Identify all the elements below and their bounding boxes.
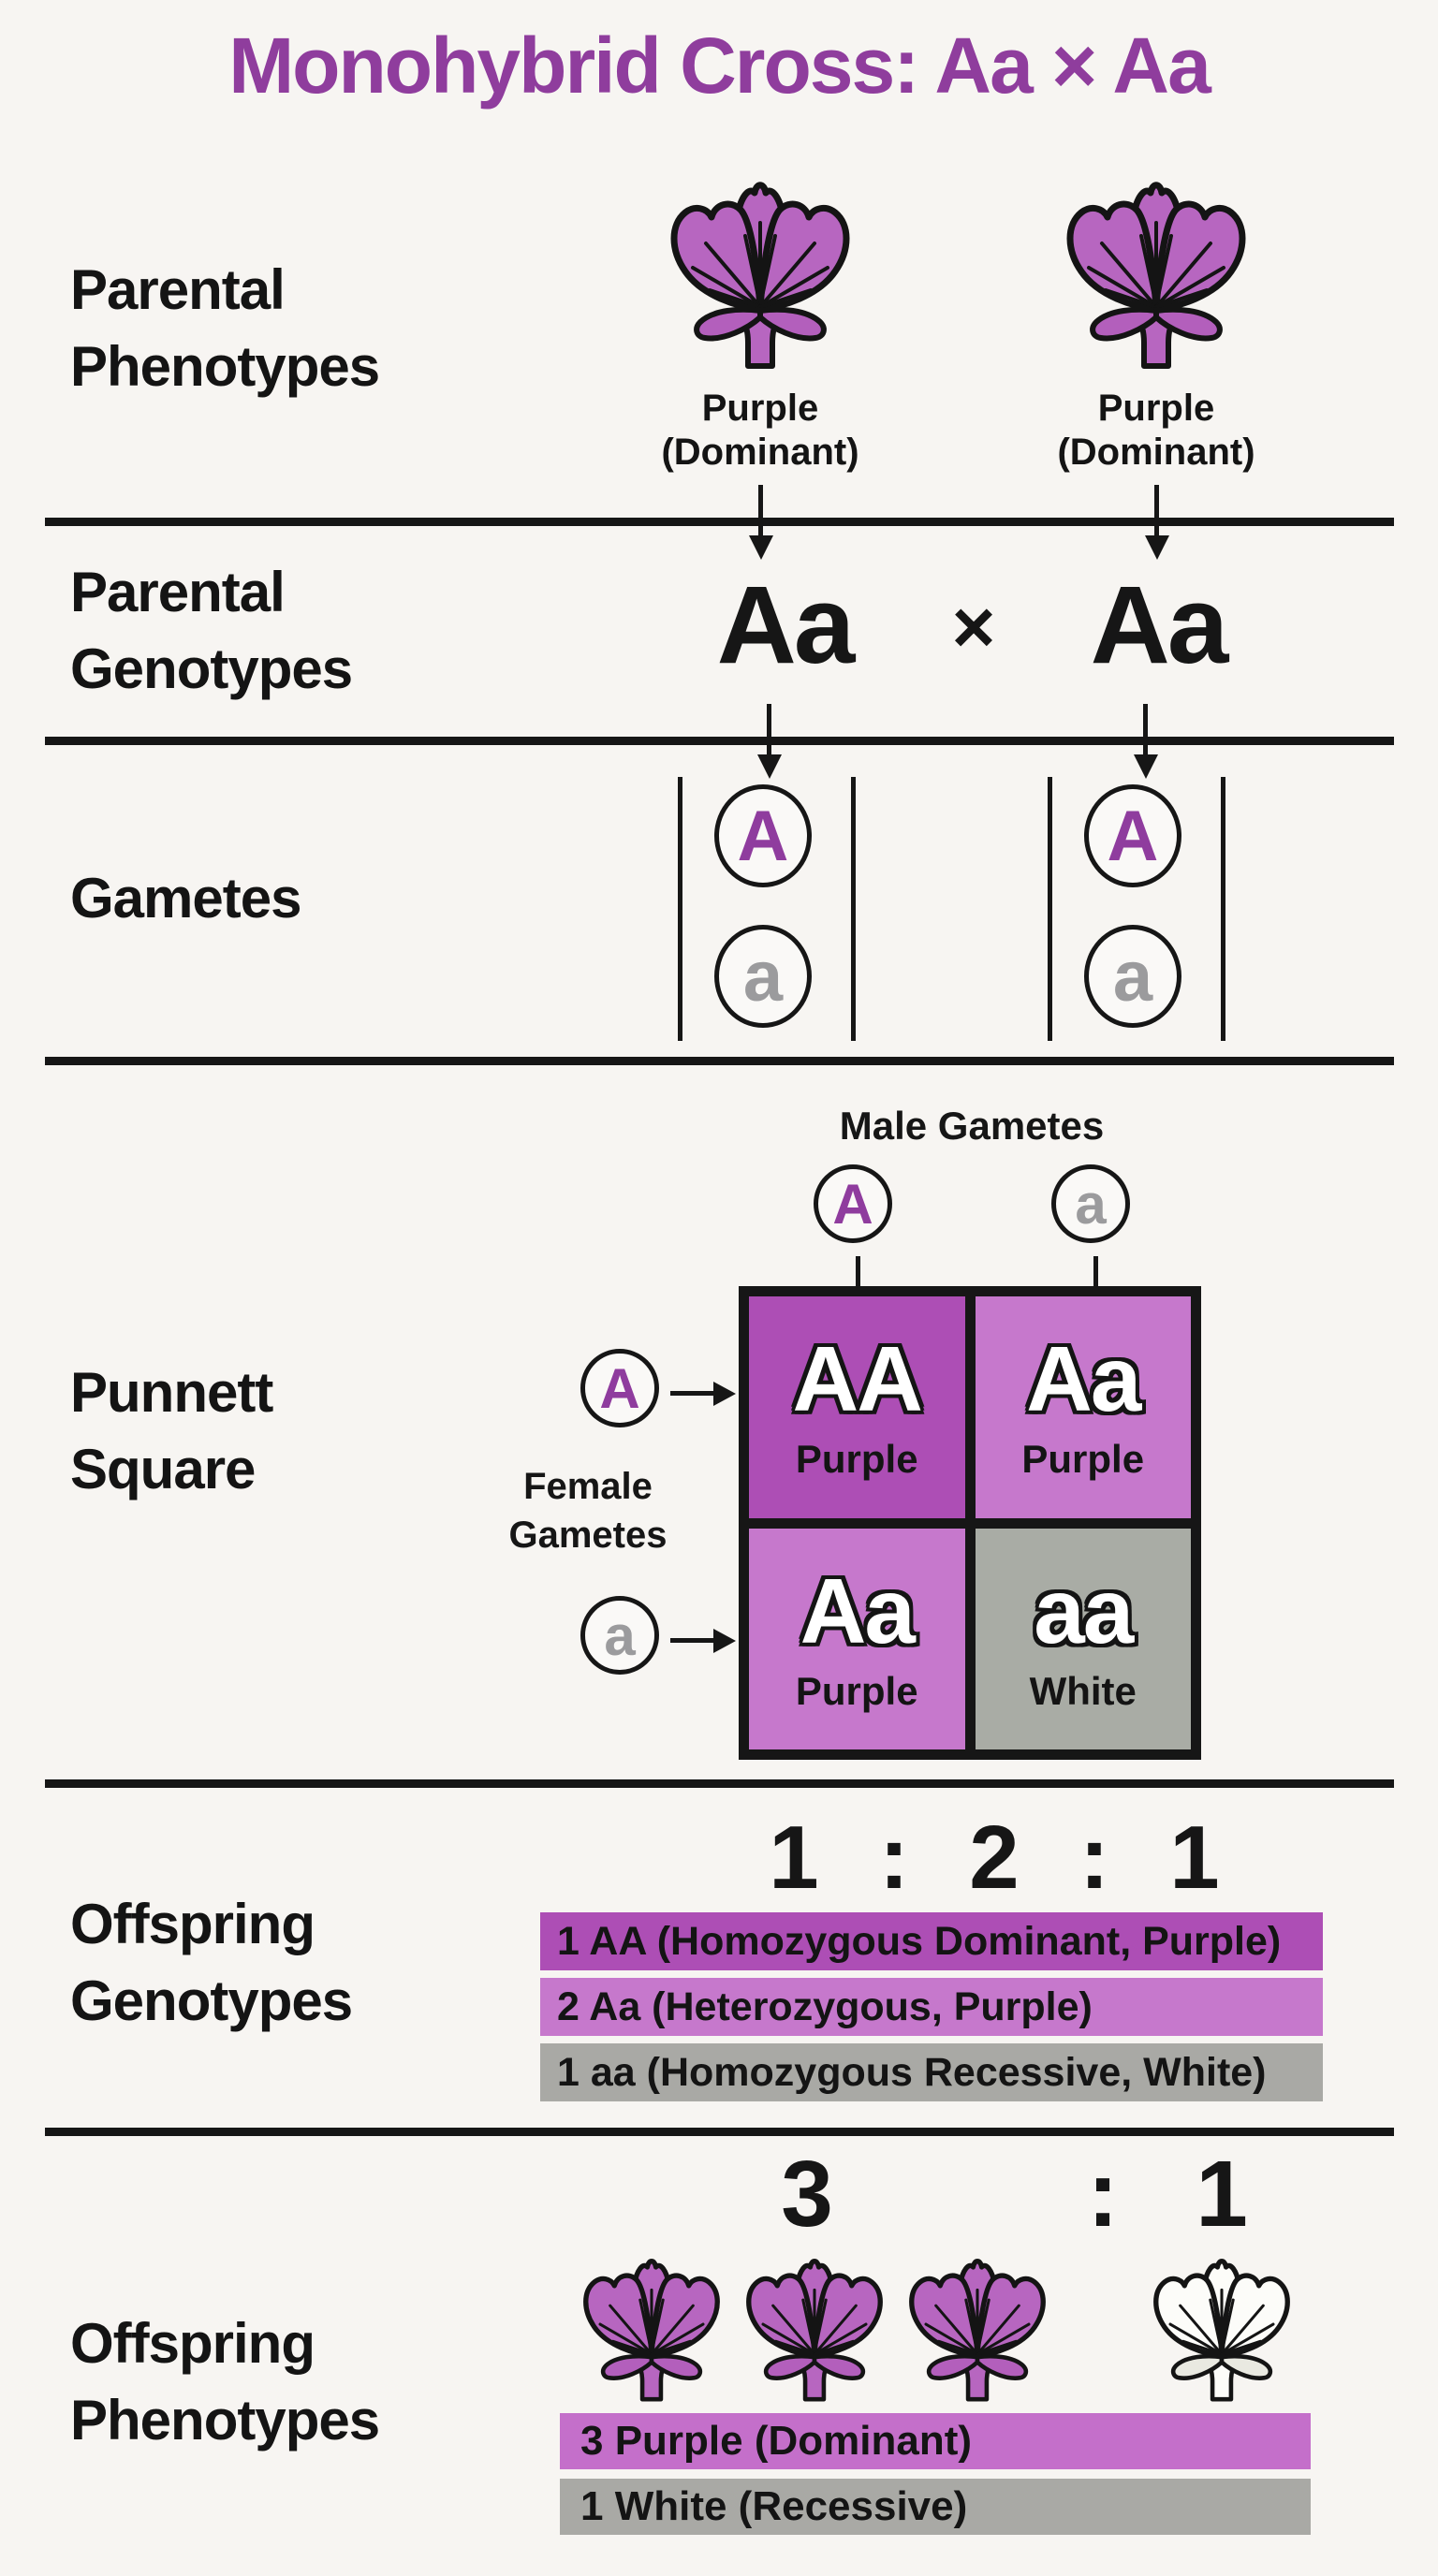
allele-letter: A [737,796,789,876]
punnett-cell: Aa Purple [975,1296,1191,1518]
genotype-ratio-colon: : [879,1808,909,1908]
cell-phenotype: Purple [795,1668,918,1713]
down-arrow-icon [1154,485,1159,535]
offspring-phenotypes-label: Offspring Phenotypes [70,2305,380,2459]
label-line: Punnett [70,1361,273,1424]
right-arrow-icon [670,1638,713,1643]
gamete-circle: A [714,784,812,887]
label-line: Parental [70,258,286,321]
cell-genotype: aa [1034,1559,1134,1662]
punnett-square: AA Purple Aa Purple Aa Purple aa White [739,1286,1201,1760]
genotype-bar-AA: 1 AA (Homozygous Dominant, Purple) [540,1912,1323,1970]
male-gamete-circle: A [814,1164,892,1243]
punnett-cell: AA Purple [749,1296,965,1518]
punnett-square-label: Punnett Square [70,1354,273,1508]
section-divider [45,1057,1394,1065]
down-arrow-icon [758,485,763,535]
parent-dominance: (Dominant) [661,432,859,473]
cell-genotype: Aa [1026,1327,1141,1431]
parental-phenotypes-label: Parental Phenotypes [70,252,380,405]
parent-genotype-left: Aa [716,564,856,687]
phenotype-bar-purple: 3 Purple (Dominant) [560,2413,1311,2469]
bracket-bar [1048,777,1052,1041]
label-line: Genotypes [70,1969,353,2032]
label-line: Female [523,1466,653,1507]
label-line: Genotypes [70,637,353,700]
allele-letter: A [832,1172,873,1236]
genotype-ratio-colon: : [1079,1808,1109,1908]
genotype-ratio-term: 2 [969,1808,1020,1908]
label-line: Gametes [508,1515,668,1556]
allele-letter: a [1112,936,1153,1017]
female-gamete-circle: A [580,1349,659,1427]
cell-phenotype: Purple [795,1437,918,1482]
male-gamete-circle: a [1051,1164,1130,1243]
label-line: Offspring [70,2312,315,2375]
allele-letter: a [1075,1172,1107,1236]
female-gamete-circle: a [580,1596,659,1675]
purple-flower-icon [899,2248,1056,2409]
cross-symbol: × [951,585,996,668]
punnett-cell: Aa Purple [749,1528,965,1749]
down-arrow-icon [1143,704,1148,754]
genotype-bar-aa: 1 aa (Homozygous Recessive, White) [540,2043,1323,2101]
bracket-bar [678,777,682,1041]
page-title: Monohybrid Cross: Aa × Aa [228,22,1211,110]
gamete-circle: a [1084,925,1181,1028]
label-line: Offspring [70,1893,315,1955]
label-line: Parental [70,561,286,623]
white-flower-icon [1143,2248,1300,2409]
section-divider [45,737,1394,745]
label-line: Square [70,1438,256,1500]
phenotype-bar-white: 1 White (Recessive) [560,2479,1311,2535]
male-gametes-label: Male Gametes [839,1104,1105,1148]
purple-flower-icon [573,2248,730,2409]
purple-flower-icon [736,2248,893,2409]
section-divider [45,1779,1394,1788]
right-arrow-icon [670,1391,713,1396]
punnett-cell: aa White [975,1528,1191,1749]
offspring-genotypes-label: Offspring Genotypes [70,1886,353,2040]
down-arrow-icon [1093,1256,1098,1301]
purple-flower-icon [657,168,863,379]
parental-genotypes-label: Parental Genotypes [70,554,353,708]
female-gametes-label: Female Gametes [448,1462,728,1559]
section-divider [45,2128,1394,2136]
parent-dominance: (Dominant) [1057,432,1255,473]
bracket-bar [851,777,856,1041]
label-line: Phenotypes [70,335,380,398]
bracket-bar [1221,777,1225,1041]
allele-letter: A [1107,796,1159,876]
parent-genotype-right: Aa [1090,564,1229,687]
gamete-circle: a [714,925,812,1028]
cell-phenotype: Purple [1021,1437,1145,1482]
section-divider [45,518,1394,526]
genotype-ratio-term: 1 [769,1808,819,1908]
down-arrow-icon [767,704,771,754]
label-line: Phenotypes [70,2389,380,2452]
parent-caption: Purple (Dominant) [1006,387,1306,475]
gamete-circle: A [1084,784,1181,887]
genotype-ratio-term: 1 [1169,1808,1220,1908]
parent-phenotype: Purple [1097,388,1215,429]
parent-caption: Purple (Dominant) [610,387,910,475]
allele-letter: a [604,1603,636,1667]
parent-phenotype: Purple [701,388,819,429]
cell-genotype: AA [792,1327,923,1431]
phenotype-ratio-colon: : [1087,2142,1119,2247]
phenotype-ratio-term: 1 [1196,2142,1248,2247]
allele-letter: a [742,936,784,1017]
down-arrow-icon [856,1256,860,1301]
phenotype-ratio-term: 3 [781,2142,833,2247]
allele-letter: A [599,1356,640,1420]
gametes-label: Gametes [70,867,301,929]
cell-genotype: Aa [800,1559,916,1662]
genotype-bar-Aa: 2 Aa (Heterozygous, Purple) [540,1978,1323,2036]
cell-phenotype: White [1029,1668,1137,1713]
purple-flower-icon [1053,168,1259,379]
